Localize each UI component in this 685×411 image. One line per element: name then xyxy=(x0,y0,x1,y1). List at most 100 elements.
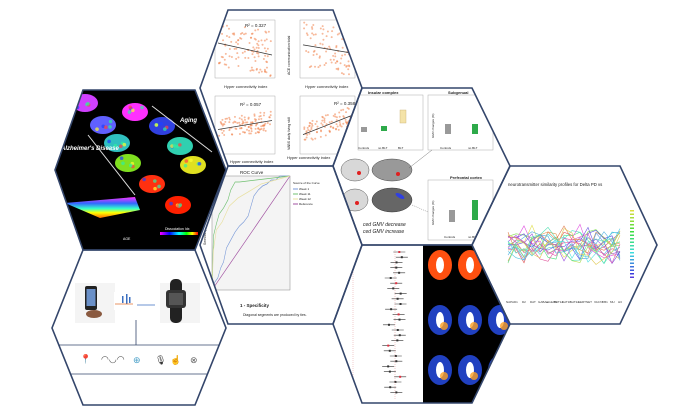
scatter-point xyxy=(332,58,335,61)
scatter-point xyxy=(247,57,250,60)
legend-swatch xyxy=(630,269,634,271)
scatter-point xyxy=(346,121,349,124)
scatter-point xyxy=(325,50,328,53)
category-tick-label: NAPA xyxy=(506,300,514,304)
scatter-point xyxy=(233,47,236,50)
scatter-point xyxy=(319,64,322,67)
scatter-point xyxy=(345,111,348,114)
scatter-point xyxy=(227,66,230,69)
motion-icon: ◠◡◠ xyxy=(101,354,125,364)
scatter-point xyxy=(305,32,308,35)
scatter-point xyxy=(257,47,260,50)
svg-text:BLT: BLT xyxy=(398,146,403,150)
brain-map xyxy=(149,117,175,135)
scatter-point xyxy=(334,128,337,131)
scatter-point xyxy=(243,118,246,121)
profile-line xyxy=(507,223,621,259)
scatter-point xyxy=(225,24,228,27)
svg-text:Source of the Curve: Source of the Curve xyxy=(293,181,320,185)
scatter-point xyxy=(338,111,341,114)
svg-text:Reference: Reference xyxy=(299,202,313,206)
scatter-point xyxy=(306,33,309,36)
scatter-point xyxy=(223,58,226,61)
category-tick-label: 5HT1a xyxy=(554,300,563,304)
scatter-point xyxy=(260,70,263,73)
profile-line xyxy=(507,225,621,256)
scatter-point xyxy=(308,124,311,127)
legend-swatch xyxy=(630,252,634,254)
scatter-point xyxy=(309,122,312,125)
profile-line xyxy=(507,231,621,265)
profile-line xyxy=(507,233,621,262)
scatter-point xyxy=(220,128,223,131)
legend-swatch xyxy=(630,231,634,233)
mri-slice xyxy=(488,355,510,385)
scatter-point xyxy=(303,128,306,131)
scatter-point xyxy=(249,121,252,124)
scatter-point xyxy=(341,38,344,41)
scatter-point xyxy=(257,118,260,121)
scatter-point xyxy=(255,46,258,49)
scatter-point xyxy=(264,54,267,57)
scatter-point xyxy=(235,57,238,60)
scatter-point xyxy=(342,108,345,111)
scatter-point xyxy=(263,68,266,71)
scatter-point xyxy=(243,26,246,29)
scatter-point xyxy=(227,27,230,30)
scatter-point xyxy=(332,114,335,117)
scatter-point xyxy=(319,135,322,138)
scatter-point xyxy=(264,30,267,33)
scatter-point xyxy=(257,55,260,58)
scatter-point xyxy=(257,52,260,55)
scatter-point xyxy=(232,121,235,124)
scatter-point xyxy=(238,121,241,124)
touch-icon: ☝ xyxy=(170,354,181,366)
scatter-point xyxy=(334,61,337,64)
scatter-point xyxy=(241,123,244,126)
surface-plot xyxy=(65,197,140,218)
scatter-point xyxy=(242,121,245,124)
scatter-point xyxy=(235,47,238,50)
scatter-point xyxy=(248,129,251,132)
scatter-point xyxy=(307,51,310,54)
scatter-point xyxy=(249,132,252,135)
scatter-point xyxy=(337,68,340,71)
scatter-point xyxy=(313,49,316,52)
scatter-point xyxy=(255,118,258,121)
scatter-point xyxy=(249,127,252,130)
scatter-point xyxy=(343,116,346,119)
xlabel-1: Hyper connectivity index xyxy=(224,84,267,89)
scatter-point xyxy=(238,133,241,136)
scatter-point xyxy=(221,131,224,134)
colorbar xyxy=(160,232,198,235)
scatter-point xyxy=(342,122,345,125)
svg-text:GMV changes (%): GMV changes (%) xyxy=(431,113,435,138)
scatter-point xyxy=(321,124,324,127)
xlabel-2: Hyper connectivity index xyxy=(305,84,348,89)
scatter-point xyxy=(267,30,270,33)
profile-line xyxy=(507,226,621,265)
svg-text:Controls: Controls xyxy=(440,146,452,150)
roc-curve-week1 xyxy=(211,175,290,291)
scatter-plot-3 xyxy=(214,95,276,155)
scatter-point xyxy=(237,64,240,67)
colorbar-label: Dissociation Idx xyxy=(165,227,190,231)
svg-text:no BLT: no BLT xyxy=(468,146,478,150)
legend-swatch xyxy=(630,210,634,212)
scatter-point xyxy=(315,120,318,123)
gmv-decrease-label: ced GMV decrease xyxy=(363,222,406,228)
scatter-point xyxy=(321,43,324,46)
scatter-point xyxy=(339,123,342,126)
scatter-point xyxy=(325,123,328,126)
scatter-point xyxy=(310,128,313,131)
scatter-point xyxy=(311,119,314,122)
scatter-point xyxy=(265,60,268,63)
scatter-point xyxy=(254,60,257,63)
scatter-point xyxy=(221,32,224,35)
scatter-point xyxy=(320,130,323,133)
scatter-point xyxy=(233,115,236,118)
scatter-point xyxy=(344,32,347,35)
scatter-plot-1 xyxy=(214,19,276,79)
category-tick-label: VAChT xyxy=(594,300,604,304)
